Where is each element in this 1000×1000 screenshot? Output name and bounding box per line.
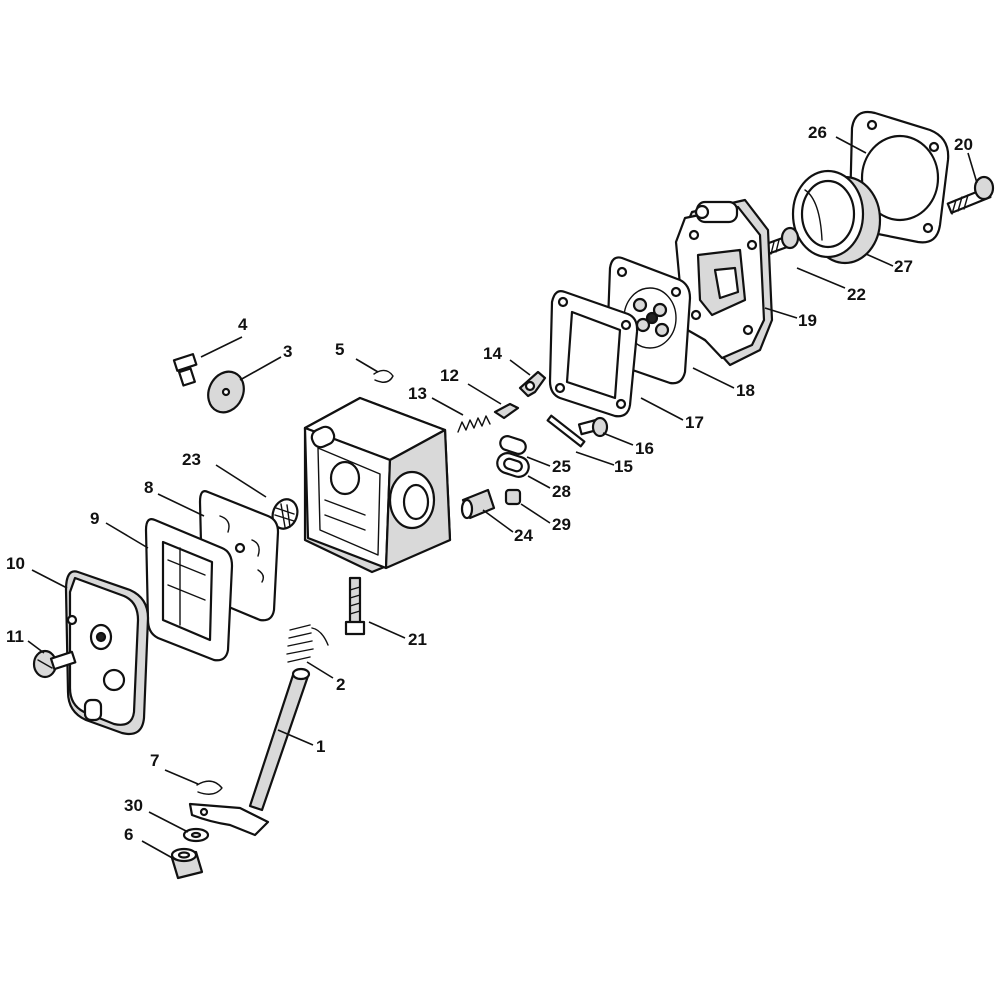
callout-21: 21 xyxy=(408,630,427,649)
callout-22: 22 xyxy=(847,285,866,304)
part-14-lever xyxy=(518,370,547,398)
callout-labels: 26 20 27 22 19 18 17 16 15 25 28 29 24 1… xyxy=(6,123,973,844)
part-24-plug xyxy=(460,488,496,520)
callout-3: 3 xyxy=(283,342,292,361)
callout-16: 16 xyxy=(635,439,654,458)
part-11-screw xyxy=(32,649,77,679)
callout-1: 1 xyxy=(316,737,325,756)
callout-7: 7 xyxy=(150,751,159,770)
callout-19: 19 xyxy=(798,311,817,330)
part-15-pin xyxy=(546,414,586,448)
callout-24: 24 xyxy=(514,526,533,545)
part-9-gasket xyxy=(144,518,234,662)
part-12-inlet-needle xyxy=(493,402,520,420)
callout-12: 12 xyxy=(440,366,459,385)
part-20-screw xyxy=(946,175,995,215)
part-10-metering-cover xyxy=(64,570,150,736)
callout-15: 15 xyxy=(614,457,633,476)
part-30-washer xyxy=(182,827,210,843)
callout-13: 13 xyxy=(408,384,427,403)
callout-30: 30 xyxy=(124,796,143,815)
callout-10: 10 xyxy=(6,554,25,573)
part-17-gasket xyxy=(548,290,639,418)
part-25-seal-ring xyxy=(499,435,527,455)
part-29-spring xyxy=(504,488,522,506)
part-1-throttle-shaft xyxy=(188,667,311,837)
part-27-intake-connector xyxy=(791,169,882,265)
part-13-spring xyxy=(457,415,491,433)
callout-4: 4 xyxy=(238,315,248,334)
callout-14: 14 xyxy=(483,344,502,363)
callout-23: 23 xyxy=(182,450,201,469)
callout-28: 28 xyxy=(552,482,571,501)
callout-6: 6 xyxy=(124,825,133,844)
callout-18: 18 xyxy=(736,381,755,400)
part-23-strainer xyxy=(271,498,299,530)
callout-9: 9 xyxy=(90,509,99,528)
callout-17: 17 xyxy=(685,413,704,432)
part-5-e-clip xyxy=(373,369,394,383)
callout-26: 26 xyxy=(808,123,827,142)
callout-2: 2 xyxy=(336,675,345,694)
part-3-throttle-shutter xyxy=(207,370,245,414)
part-4-screw xyxy=(172,353,198,387)
callout-20: 20 xyxy=(954,135,973,154)
callout-8: 8 xyxy=(144,478,153,497)
part-6-nut xyxy=(170,847,204,880)
callout-11: 11 xyxy=(6,627,24,646)
callout-27: 27 xyxy=(894,257,913,276)
part-28-seal-ring xyxy=(496,452,530,478)
part-19-pump-housing xyxy=(674,198,774,367)
callout-25: 25 xyxy=(552,457,571,476)
callout-5: 5 xyxy=(335,340,344,359)
carburetor-body xyxy=(303,396,452,574)
part-16-screw xyxy=(577,416,609,438)
leader-lines xyxy=(27,136,978,861)
part-21-adjusting-screw xyxy=(344,576,366,636)
part-7-e-clip xyxy=(196,780,223,795)
callout-29: 29 xyxy=(552,515,571,534)
part-2-torsion-spring xyxy=(286,624,329,663)
